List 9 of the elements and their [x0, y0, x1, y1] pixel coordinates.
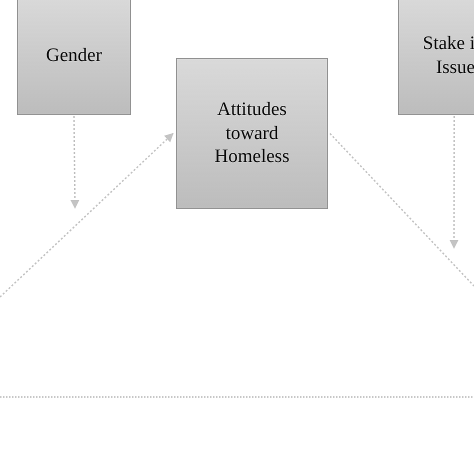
- arrow: [70, 116, 80, 209]
- connector-line: [329, 132, 474, 287]
- variable-box: [398, 0, 474, 115]
- arrow: [0, 132, 174, 298]
- variable-box: [17, 0, 131, 115]
- variable-label: Gender: [45, 44, 103, 68]
- variable-box: [176, 58, 328, 209]
- variable-label: Attitudes toward Homeless: [214, 98, 290, 170]
- arrow: [450, 116, 459, 249]
